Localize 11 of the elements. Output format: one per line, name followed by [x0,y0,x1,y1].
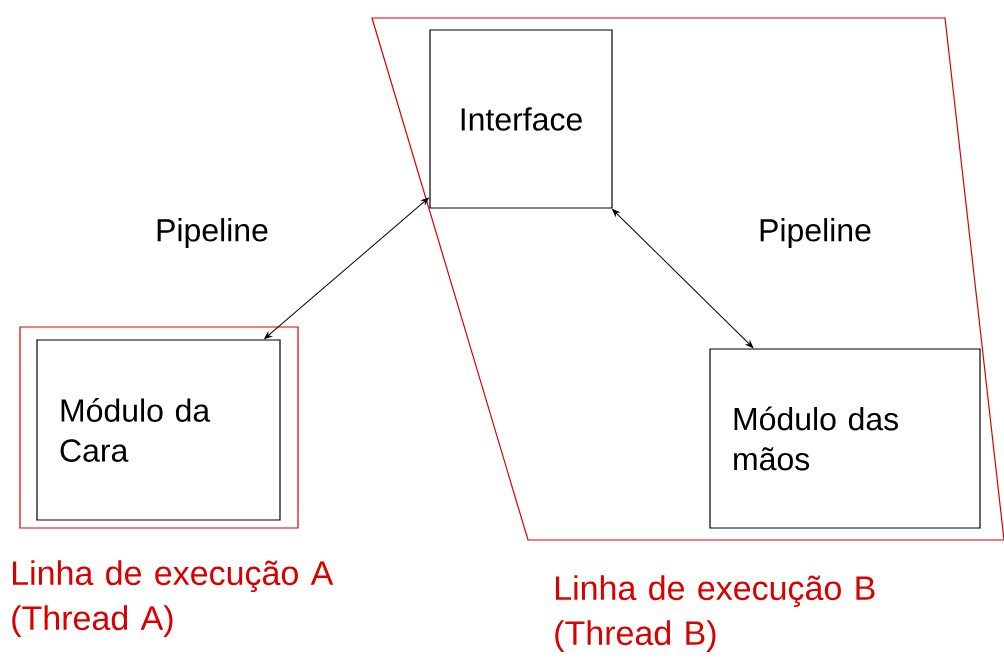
edge-label: Pipeline [757,217,873,249]
thread-parallelogram [371,17,1004,541]
thread-frame [19,326,299,529]
edge-label: Pipeline [154,217,270,249]
process-box: Módulo da Cara [36,339,281,521]
arrow [612,209,754,348]
thread-caption: Linha de execução A (Thread A) [12,560,334,637]
process-box: Módulo das mãos [709,348,981,529]
process-box: Interface [429,29,613,209]
arrow [264,197,429,339]
thread-caption: Linha de execução B (Thread B) [555,575,875,652]
